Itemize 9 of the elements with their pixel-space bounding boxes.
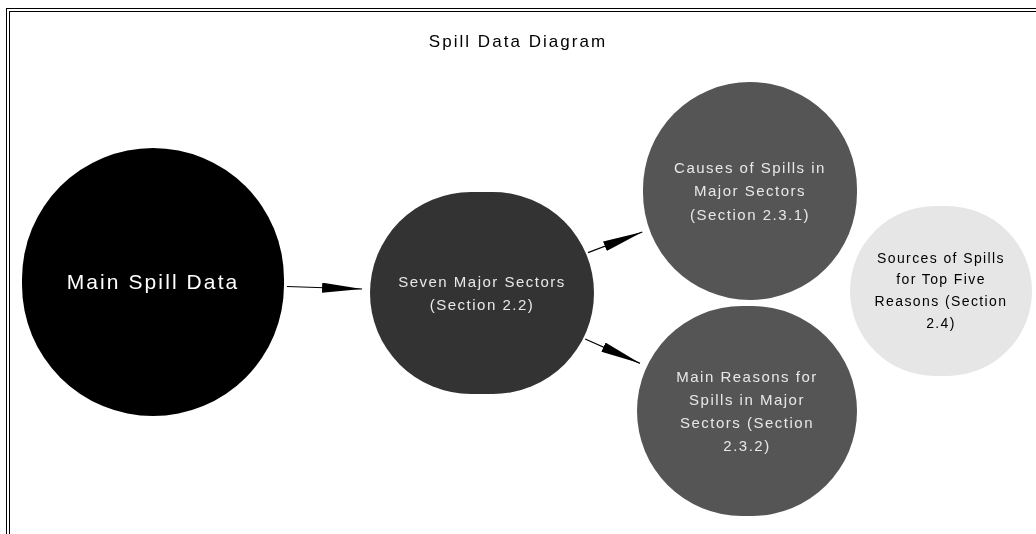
node-label: Seven Major Sectors (Section 2.2) [397,271,567,315]
diagram-title: Spill Data Diagram [428,32,608,51]
node-label: Sources of Spills for Top Five Reasons (Section 2.4) [873,248,1009,333]
arrow [587,230,643,254]
node-label: Causes of Spills in Major Sectors (Section 2.3.1) [673,158,827,225]
arrow [286,283,363,294]
arrow [584,338,641,364]
node-label: Main Reasons for Spills in Major Sectors (Section 2.3.2) [675,366,819,457]
node-label: Main Spill Data [65,268,241,295]
